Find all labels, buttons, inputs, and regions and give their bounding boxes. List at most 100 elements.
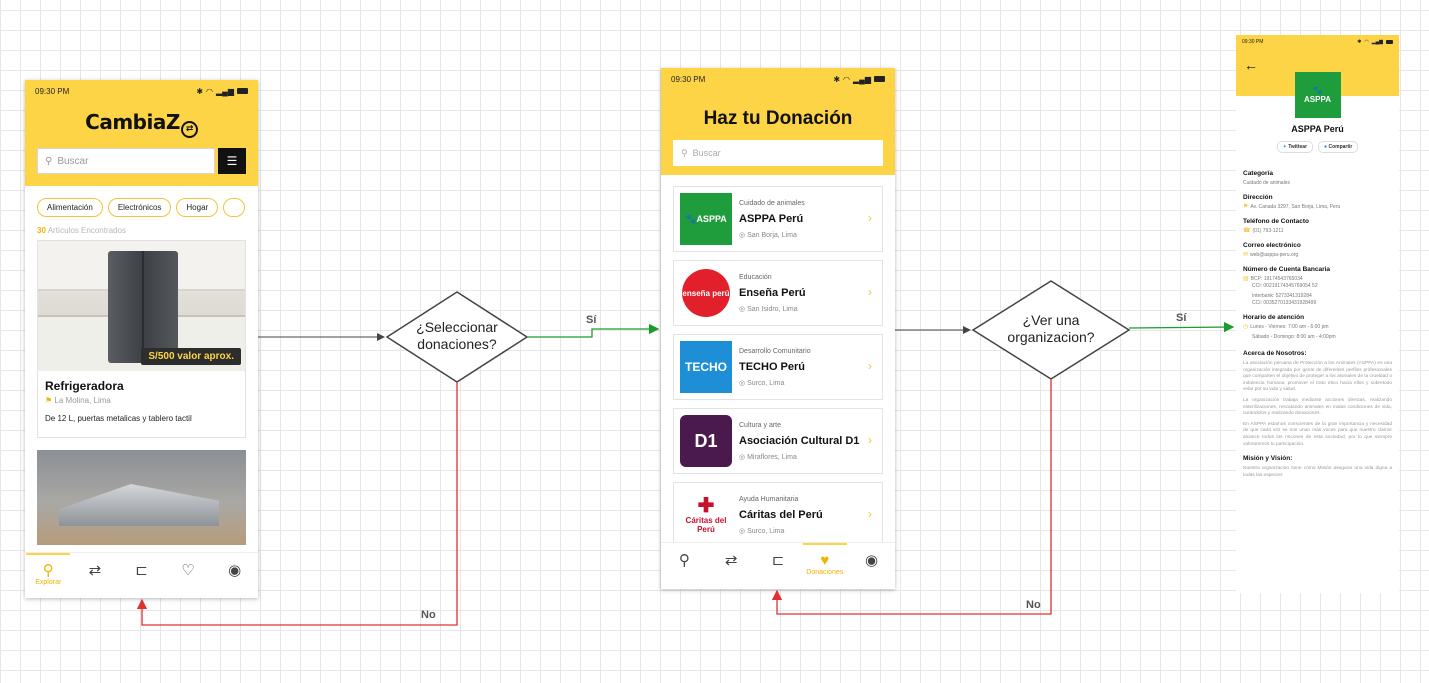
no1-label: No xyxy=(421,609,436,621)
donation-header: 09:30 PM ✱◠▂▄▆ Haz tu Donación ⚲ Buscar xyxy=(661,68,895,175)
status-icons: ✱ ◠ ▂▄▆ xyxy=(196,87,248,96)
org-category: Educación xyxy=(739,273,772,281)
facebook-icon: ● xyxy=(1324,144,1328,150)
bottom-nav: ⚲Explorar ⇄ ⊏ ♡ ◉ xyxy=(25,552,258,598)
org-card-asppa[interactable]: 🐾ASPPA Cuidado de animales ASPPA Perú ◎ … xyxy=(673,186,883,252)
ensena-logo: enseña perú xyxy=(680,267,732,319)
organization-detail-screen: 09:30 PM ✱◠▂▄▆ ← 🐾ASPPA ASPPA Perú ✦ Twi… xyxy=(1236,35,1399,593)
yes2-label: Sí xyxy=(1176,312,1187,324)
search-input[interactable]: ⚲ Buscar xyxy=(673,140,883,166)
field-label: Dirección xyxy=(1243,194,1273,201)
org-category: Ayuda Humanitaria xyxy=(739,495,799,503)
tab-tag[interactable]: ⊏ xyxy=(758,553,798,589)
user-icon: ◉ xyxy=(865,552,879,569)
field-label: Categoría xyxy=(1243,170,1273,177)
chip-hogar[interactable]: Hogar xyxy=(176,198,219,217)
field-value: ▤BCP: 19174543765034 CCI: 00219174345769… xyxy=(1243,276,1318,306)
battery-icon xyxy=(237,88,248,94)
about-paragraph: En ASPPA estamos conscientes de la gran … xyxy=(1243,421,1392,447)
chevron-right-icon: › xyxy=(868,507,872,521)
field-value: ☎(01) 793-1211 xyxy=(1243,228,1284,234)
phone-icon: ☎ xyxy=(1243,228,1251,234)
status-time: 09:30 PM xyxy=(671,74,706,84)
org-name: Cáritas del Perú xyxy=(739,508,823,521)
product-image: S/500 valor aprox. xyxy=(38,241,245,371)
org-card-d1[interactable]: D1 Cultura y arte Asociación Cultural D1… xyxy=(673,408,883,474)
tab-search[interactable]: ⚲ xyxy=(664,553,704,589)
status-time: 09:30 PM xyxy=(35,86,70,96)
org-category: Desarrollo Comunitario xyxy=(739,347,811,355)
pin-icon: ◎ xyxy=(739,527,746,535)
status-icons: ✱◠▂▄▆ xyxy=(1357,39,1393,45)
tab-favorites[interactable]: ♡ xyxy=(168,563,208,579)
pin-icon: ⚑ xyxy=(45,396,53,405)
chevron-right-icon: › xyxy=(868,359,872,373)
chevron-right-icon: › xyxy=(868,433,872,447)
app-logo: CambiaZ⇄ xyxy=(25,102,258,138)
search-icon: ⚲ xyxy=(42,562,54,579)
cross-icon: ✚ xyxy=(697,495,715,517)
page-title: Haz tu Donación xyxy=(703,108,853,129)
tag-icon: ⊏ xyxy=(135,562,148,579)
sliders-icon: ☰ xyxy=(226,154,238,168)
org-details: Categoría Cuidado de animales Dirección … xyxy=(1236,153,1399,479)
status-time: 09:30 PM xyxy=(1242,39,1264,45)
heart-icon: ♡ xyxy=(181,562,195,579)
twitter-share-button[interactable]: ✦ Twittear xyxy=(1276,141,1314,153)
status-bar: 09:30 PM ✱ ◠ ▂▄▆ xyxy=(25,80,258,102)
org-title: ASPPA Perú xyxy=(1291,124,1344,134)
status-bar: 09:30 PM ✱◠▂▄▆ xyxy=(1236,35,1399,49)
back-arrow-icon[interactable]: ← xyxy=(1244,57,1258,73)
exchange-icon: ⇄ xyxy=(724,552,738,569)
bank-icon: ▤ xyxy=(1243,276,1249,282)
status-icons: ✱◠▂▄▆ xyxy=(833,75,885,84)
field-value: ◷Lunes - Viernes: 7:00 am - 6:00 pm Sába… xyxy=(1243,324,1336,340)
product-image-car[interactable] xyxy=(37,450,246,545)
tab-tag[interactable]: ⊏ xyxy=(121,563,161,579)
chevron-right-icon: › xyxy=(868,285,872,299)
organization-list: 🐾ASPPA Cuidado de animales ASPPA Perú ◎ … xyxy=(661,175,895,548)
caritas-logo: ✚Cáritas del Perú xyxy=(680,489,732,541)
org-card-caritas[interactable]: ✚Cáritas del Perú Ayuda Humanitaria Cári… xyxy=(673,482,883,548)
pin-icon: ◎ xyxy=(739,231,746,239)
about-label: Acerca de Nosotros: xyxy=(1243,350,1307,357)
field-label: Horario de atención xyxy=(1243,314,1305,321)
facebook-share-button[interactable]: ● Compartir xyxy=(1318,141,1359,153)
filter-button[interactable]: ☰ xyxy=(218,148,246,174)
product-location: ⚑ La Molina, Lima xyxy=(45,396,111,405)
decision2-line2: organizacion? xyxy=(1007,329,1094,345)
org-location: ◎ San Borja, Lima xyxy=(739,231,797,239)
chip-electronicos[interactable]: Electrónicos xyxy=(107,198,172,217)
chip-more[interactable] xyxy=(223,198,246,217)
explore-header: 09:30 PM ✱ ◠ ▂▄▆ CambiaZ⇄ ⚲ Buscar ☰ xyxy=(25,80,258,186)
org-name: ASPPA Perú xyxy=(739,212,804,225)
field-label: Correo electrónico xyxy=(1243,242,1301,249)
field-label: Teléfono de Contacto xyxy=(1243,218,1309,225)
battery-icon xyxy=(874,76,885,82)
bluetooth-icon: ✱ xyxy=(833,74,841,84)
org-card-techo[interactable]: TECHO Desarrollo Comunitario TECHO Perú … xyxy=(673,334,883,400)
org-card-ensena[interactable]: enseña perú Educación Enseña Perú ◎ San … xyxy=(673,260,883,326)
product-card[interactable]: S/500 valor aprox. Refrigeradora ⚑ La Mo… xyxy=(37,240,246,438)
wifi-icon: ◠ xyxy=(206,86,214,96)
decision1-line1: ¿Seleccionar xyxy=(416,319,498,335)
d1-logo: D1 xyxy=(680,415,732,467)
search-placeholder: Buscar xyxy=(692,148,721,158)
tab-exchange[interactable]: ⇄ xyxy=(75,563,115,579)
tab-explorar[interactable]: ⚲Explorar xyxy=(26,553,71,586)
pin-icon: ◎ xyxy=(739,453,746,461)
tab-donaciones[interactable]: ♥Donaciones xyxy=(802,543,847,589)
tab-profile[interactable]: ◉ xyxy=(215,563,255,579)
exchange-icon: ⇄ xyxy=(88,562,102,579)
bottom-nav: ⚲ ⇄ ⊏ ♥Donaciones ◉ xyxy=(661,542,895,589)
org-location: ◎ San Isidro, Lima xyxy=(739,305,798,313)
tab-exchange[interactable]: ⇄ xyxy=(711,553,751,589)
mission-label: Misión y Visión: xyxy=(1243,455,1293,463)
tab-profile[interactable]: ◉ xyxy=(852,553,892,589)
status-bar: 09:30 PM ✱◠▂▄▆ xyxy=(661,68,895,90)
chip-alimentacion[interactable]: Alimentación xyxy=(37,198,103,217)
search-input[interactable]: ⚲ Buscar xyxy=(37,148,215,174)
pin-icon: ⚑ xyxy=(1243,204,1249,210)
field-label: Número de Cuenta Bancaria xyxy=(1243,266,1331,273)
about-paragraph: La asociación peruana de Protección a lo… xyxy=(1243,361,1392,393)
